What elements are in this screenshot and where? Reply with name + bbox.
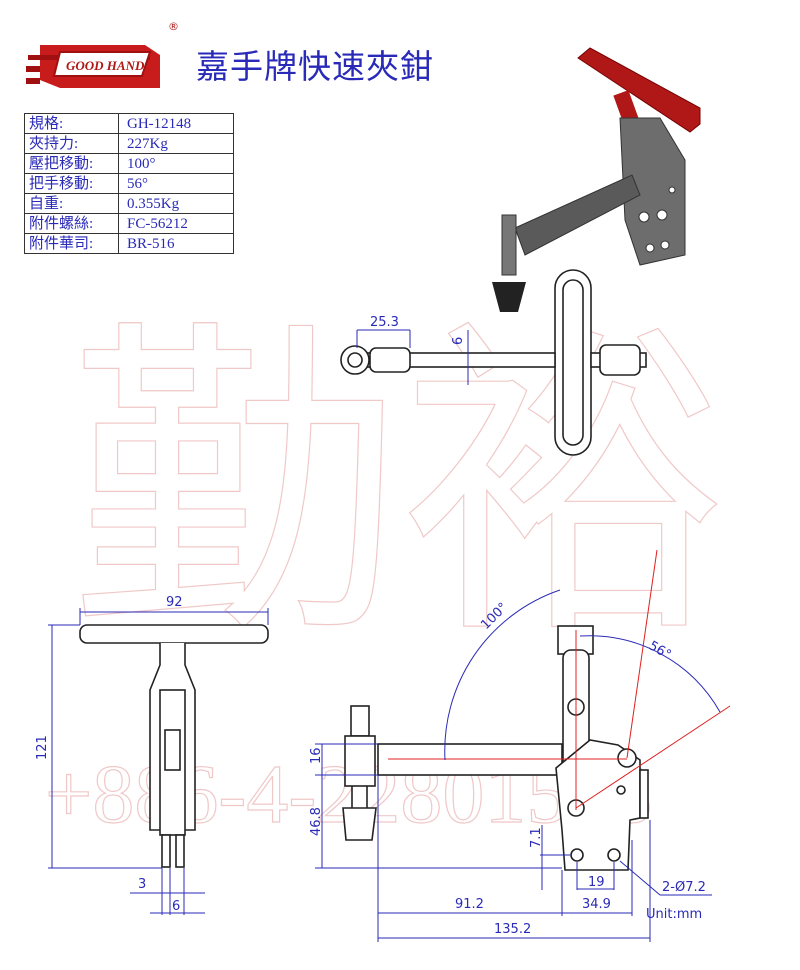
table-row: 夾持力:227Kg <box>24 133 234 154</box>
product-3d-render <box>492 47 701 312</box>
dim-46-8: 46.8 <box>309 807 324 836</box>
dim-6-front: 6 <box>172 899 180 914</box>
top-view-drawing: 25.3 6 <box>340 269 647 456</box>
table-row: 附件螺絲:FC-56212 <box>24 213 234 234</box>
dim-92: 92 <box>166 595 183 610</box>
table-row: 規格:GH-12148 <box>24 113 234 134</box>
table-row: 壓把移動:100° <box>24 153 234 174</box>
dim-19: 19 <box>588 875 605 890</box>
dim-34-9: 34.9 <box>582 897 611 912</box>
good-hand-logo: GOOD HAND ® <box>26 20 179 88</box>
dim-25-3: 25.3 <box>370 315 399 330</box>
dim-135-2: 135.2 <box>494 922 531 937</box>
dim-7-1: 7.1 <box>529 827 544 848</box>
dim-3: 3 <box>138 877 146 892</box>
dim-16: 16 <box>309 747 324 764</box>
table-row: 把手移動:56° <box>24 173 234 194</box>
dim-holes: 2-Ø7.2 <box>662 880 706 895</box>
dim-121: 121 <box>35 735 50 760</box>
table-row: 自重:0.355Kg <box>24 193 234 214</box>
spec-table: 規格:GH-12148 夾持力:227Kg 壓把移動:100° 把手移動:56°… <box>24 113 234 254</box>
svg-text:GOOD HAND: GOOD HAND <box>66 58 145 73</box>
dim-91-2: 91.2 <box>455 897 484 912</box>
unit-label: Unit:mm <box>646 907 702 922</box>
svg-text:®: ® <box>168 20 179 33</box>
page-title: 嘉手牌快速夾鉗 <box>196 47 434 86</box>
front-view-drawing: 92 121 3 6 <box>35 595 269 915</box>
side-view-drawing: 100° 56° 16 46.8 7.1 19 91.2 34.9 135.2 … <box>309 549 731 942</box>
table-row: 附件華司:BR-516 <box>24 233 234 254</box>
dim-6: 6 <box>451 337 466 345</box>
